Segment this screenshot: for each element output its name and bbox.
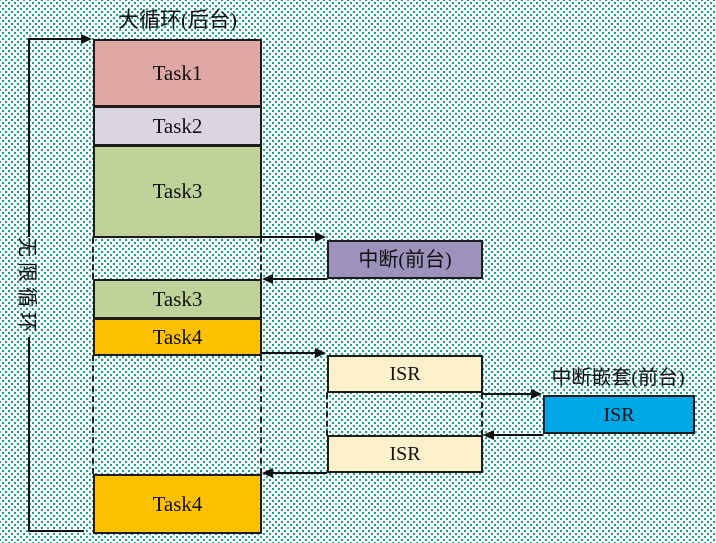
isr-suspended-dashed-left (326, 393, 328, 436)
task3-suspended-dashed-right (260, 238, 262, 279)
background-loop-title: 大循环(后台) (118, 8, 237, 32)
loop-top-arrowhead-icon (81, 34, 92, 44)
loop-bottom-line (28, 530, 84, 532)
task3-resumed-block: Task3 (93, 279, 262, 319)
nested-isr-return-line (493, 434, 543, 436)
isr-return-line (272, 472, 327, 474)
task4-block: Task4 (93, 318, 262, 356)
loop-left-line-lower (28, 337, 30, 532)
loop-left-line-upper (28, 38, 30, 237)
isr-resumed-block: ISR (327, 435, 483, 473)
nested-isr-return-arrowhead-icon (483, 430, 494, 440)
task3-suspended-dashed-left (92, 238, 94, 279)
isr-block: ISR (327, 355, 483, 393)
isr-call-line (261, 352, 317, 354)
task2-block: Task2 (93, 106, 262, 146)
task4-suspended-dashed-left (92, 355, 94, 474)
interrupt-block: 中断(前台) (327, 240, 483, 279)
nested-isr-call-line (481, 393, 534, 395)
task3-block: Task3 (93, 145, 262, 238)
interrupt-call-arrowhead-icon (315, 232, 326, 242)
isr-call-arrowhead-icon (315, 348, 326, 358)
loop-top-line (29, 38, 83, 40)
task4-resumed-block: Task4 (93, 474, 262, 534)
isr-return-arrowhead-icon (262, 468, 273, 478)
interrupt-return-arrowhead-icon (262, 274, 273, 284)
interrupt-return-line (272, 278, 327, 280)
task4-suspended-dashed-right (260, 355, 262, 474)
interrupt-call-line (261, 236, 317, 238)
nested-isr-call-arrowhead-icon (531, 389, 542, 399)
task1-block: Task1 (93, 39, 262, 107)
isr-suspended-dashed-right (481, 393, 483, 436)
interrupt-nesting-title: 中断嵌套(前台) (551, 367, 685, 389)
nested-isr-block: ISR (543, 395, 695, 434)
